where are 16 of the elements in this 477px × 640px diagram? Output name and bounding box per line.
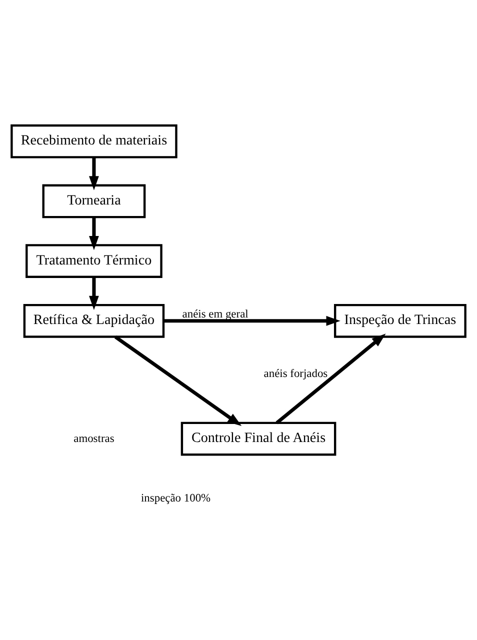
arrow bbox=[89, 217, 99, 250]
arrow bbox=[164, 316, 340, 326]
label: amostras bbox=[74, 432, 114, 445]
label: inspeção 100% bbox=[141, 492, 211, 505]
arrow bbox=[276, 334, 386, 424]
node-box: Tratamento Térmico bbox=[26, 244, 162, 278]
arrow bbox=[89, 158, 99, 190]
node-box: Tornearia bbox=[42, 184, 146, 218]
arrow bbox=[114, 336, 242, 426]
arrow bbox=[89, 277, 99, 310]
edge-label: anéis forjados bbox=[264, 368, 328, 380]
edge-label: anéis em geral bbox=[182, 308, 248, 321]
node-box: Retífica & Lapidação bbox=[23, 304, 165, 338]
node-box: Controle Final de Anéis bbox=[180, 422, 336, 456]
node-box: Recebimento de materiais bbox=[10, 124, 178, 158]
node-box: Inspeção de Trincas bbox=[334, 304, 466, 338]
